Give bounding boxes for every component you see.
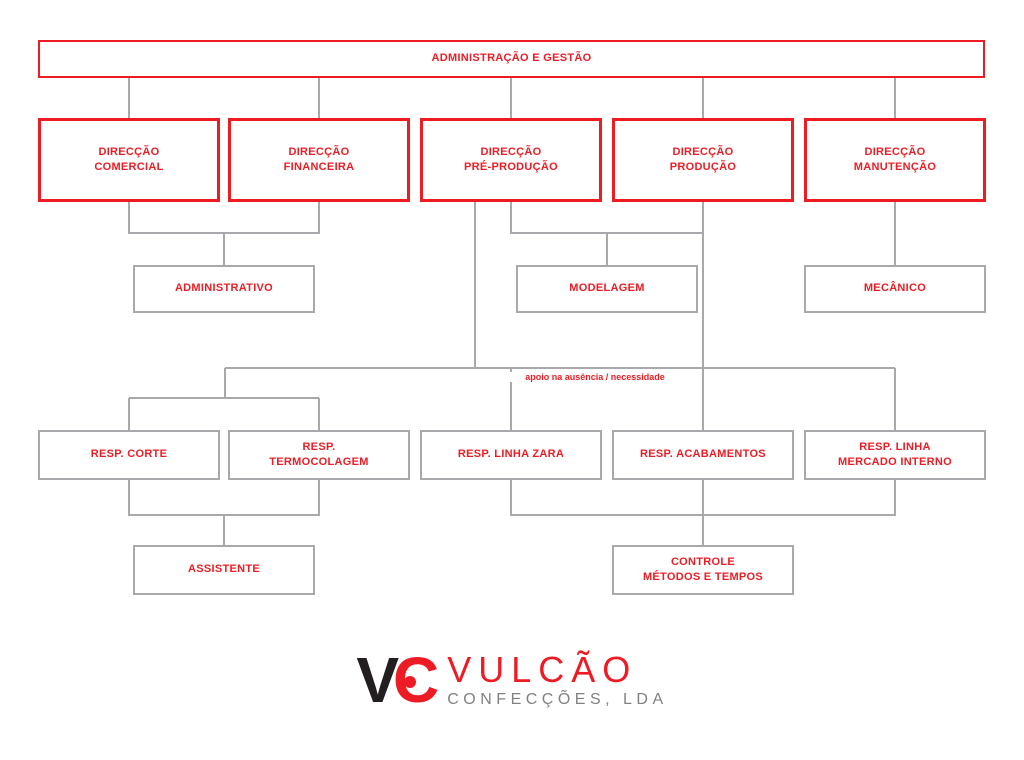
company-subtitle: CONFECÇÕES, LDA [447,690,668,708]
box-resp-termocolagem: RESP. TERMOCOLAGEM [228,430,410,480]
box-direccao-comercial: DIRECÇÃO COMERCIAL [38,118,220,202]
box-resp-linha-zara: RESP. LINHA ZARA [420,430,602,480]
logo-dot-icon [404,676,417,688]
monogram-v: V [356,644,399,716]
box-direccao-producao: DIRECÇÃO PRODUÇÃO [612,118,794,202]
box-resp-acabamentos: RESP. ACABAMENTOS [612,430,794,480]
company-logo: VC VULCÃO CONFECÇÕES, LDA [0,648,1024,712]
box-administracao-gestao: ADMINISTRAÇÃO E GESTÃO [38,40,985,78]
company-name: VULCÃO [447,649,638,691]
box-controle-metodos-tempos: CONTROLE MÉTODOS E TEMPOS [612,545,794,595]
box-direccao-financeira: DIRECÇÃO FINANCEIRA [228,118,410,202]
vc-monogram-icon: VC [356,648,439,712]
box-direccao-pre-producao: DIRECÇÃO PRÉ-PRODUÇÃO [420,118,602,202]
box-administrativo: ADMINISTRATIVO [133,265,315,313]
box-direccao-manutencao: DIRECÇÃO MANUTENÇÃO [804,118,986,202]
box-assistente: ASSISTENTE [133,545,315,595]
support-note: apoio na ausência / necessidade [500,372,690,382]
box-resp-corte: RESP. CORTE [38,430,220,480]
box-mecanico: MECÂNICO [804,265,986,313]
box-resp-linha-mercado-interno: RESP. LINHA MERCADO INTERNO [804,430,986,480]
box-modelagem: MODELAGEM [516,265,698,313]
monogram-c: C [393,644,439,716]
connector-path [128,78,896,545]
logo-text: VULCÃO CONFECÇÕES, LDA [447,651,667,709]
